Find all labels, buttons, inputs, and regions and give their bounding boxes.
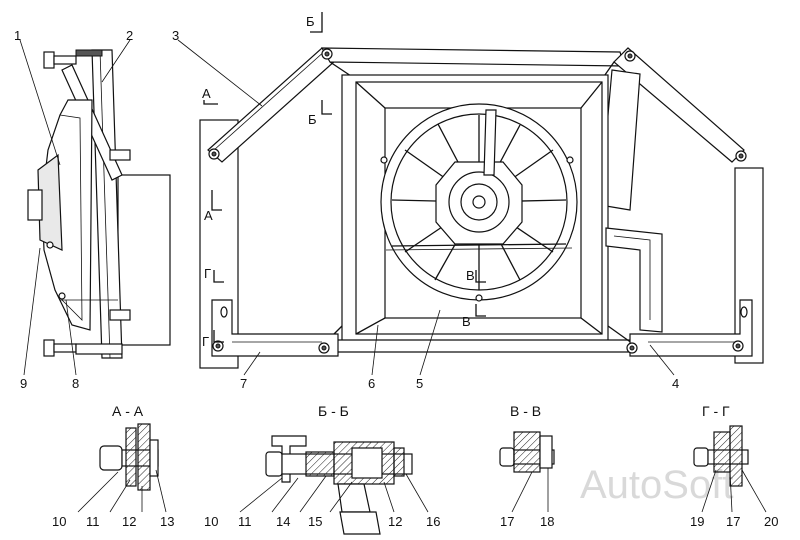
callout-7: 7	[240, 376, 247, 391]
section-a-title: А - А	[112, 403, 144, 419]
section-b-title: Б - Б	[318, 403, 349, 419]
section-g-title: Г - Г	[702, 403, 730, 419]
sec-b-num-15: 15	[308, 514, 322, 529]
sec-v-num-18: 18	[540, 514, 554, 529]
sec-a-num-10: 10	[52, 514, 66, 529]
sec-g-num-17: 17	[726, 514, 740, 529]
sec-b-num-12: 12	[388, 514, 402, 529]
callout-labels: 1 2 3 4 5 6 7 8 9	[14, 28, 679, 391]
callout-8: 8	[72, 376, 79, 391]
sec-b-num-10: 10	[204, 514, 218, 529]
sec-b-num-14: 14	[276, 514, 290, 529]
side-view	[27, 49, 171, 359]
callout-6: 6	[368, 376, 375, 391]
sec-v-num-17: 17	[500, 514, 514, 529]
section-b-b: Б - Б 10 11 14 15 12 16	[204, 403, 440, 535]
front-view	[199, 12, 764, 369]
callout-1: 1	[14, 28, 21, 43]
sec-a-num-12: 12	[122, 514, 136, 529]
section-a-a: А - А 10 11 12 13	[52, 403, 174, 529]
callout-2: 2	[126, 28, 133, 43]
mark-v-bot: В	[462, 314, 471, 329]
mark-a-top: А	[202, 86, 211, 101]
sec-b-num-16: 16	[426, 514, 440, 529]
mark-g-bot: Г	[202, 334, 209, 349]
section-v-title: В - В	[510, 403, 541, 419]
callout-5: 5	[416, 376, 423, 391]
mark-b-top: Б	[306, 14, 315, 29]
mark-g-top: Г	[204, 266, 211, 281]
leader-lines	[19, 39, 675, 376]
sec-a-num-11: 11	[86, 514, 100, 529]
mark-b-mid: Б	[308, 112, 317, 127]
sec-g-num-19: 19	[690, 514, 704, 529]
pivot-points	[208, 48, 748, 354]
section-v-v: В - В 17 18	[499, 403, 555, 529]
section-g-g: Г - Г 19 17 20	[690, 403, 778, 529]
sec-g-num-20: 20	[764, 514, 778, 529]
sec-b-num-11: 11	[238, 514, 252, 529]
mark-a-mid: А	[204, 208, 213, 223]
section-markers	[203, 12, 486, 343]
sec-a-num-13: 13	[160, 514, 174, 529]
section-letters: А А Б Б В В Г Г	[202, 14, 475, 349]
watermark: AutoSoft	[580, 463, 733, 507]
callout-4: 4	[672, 376, 679, 391]
callout-3: 3	[172, 28, 179, 43]
callout-9: 9	[20, 376, 27, 391]
mark-v-top: В	[466, 268, 475, 283]
